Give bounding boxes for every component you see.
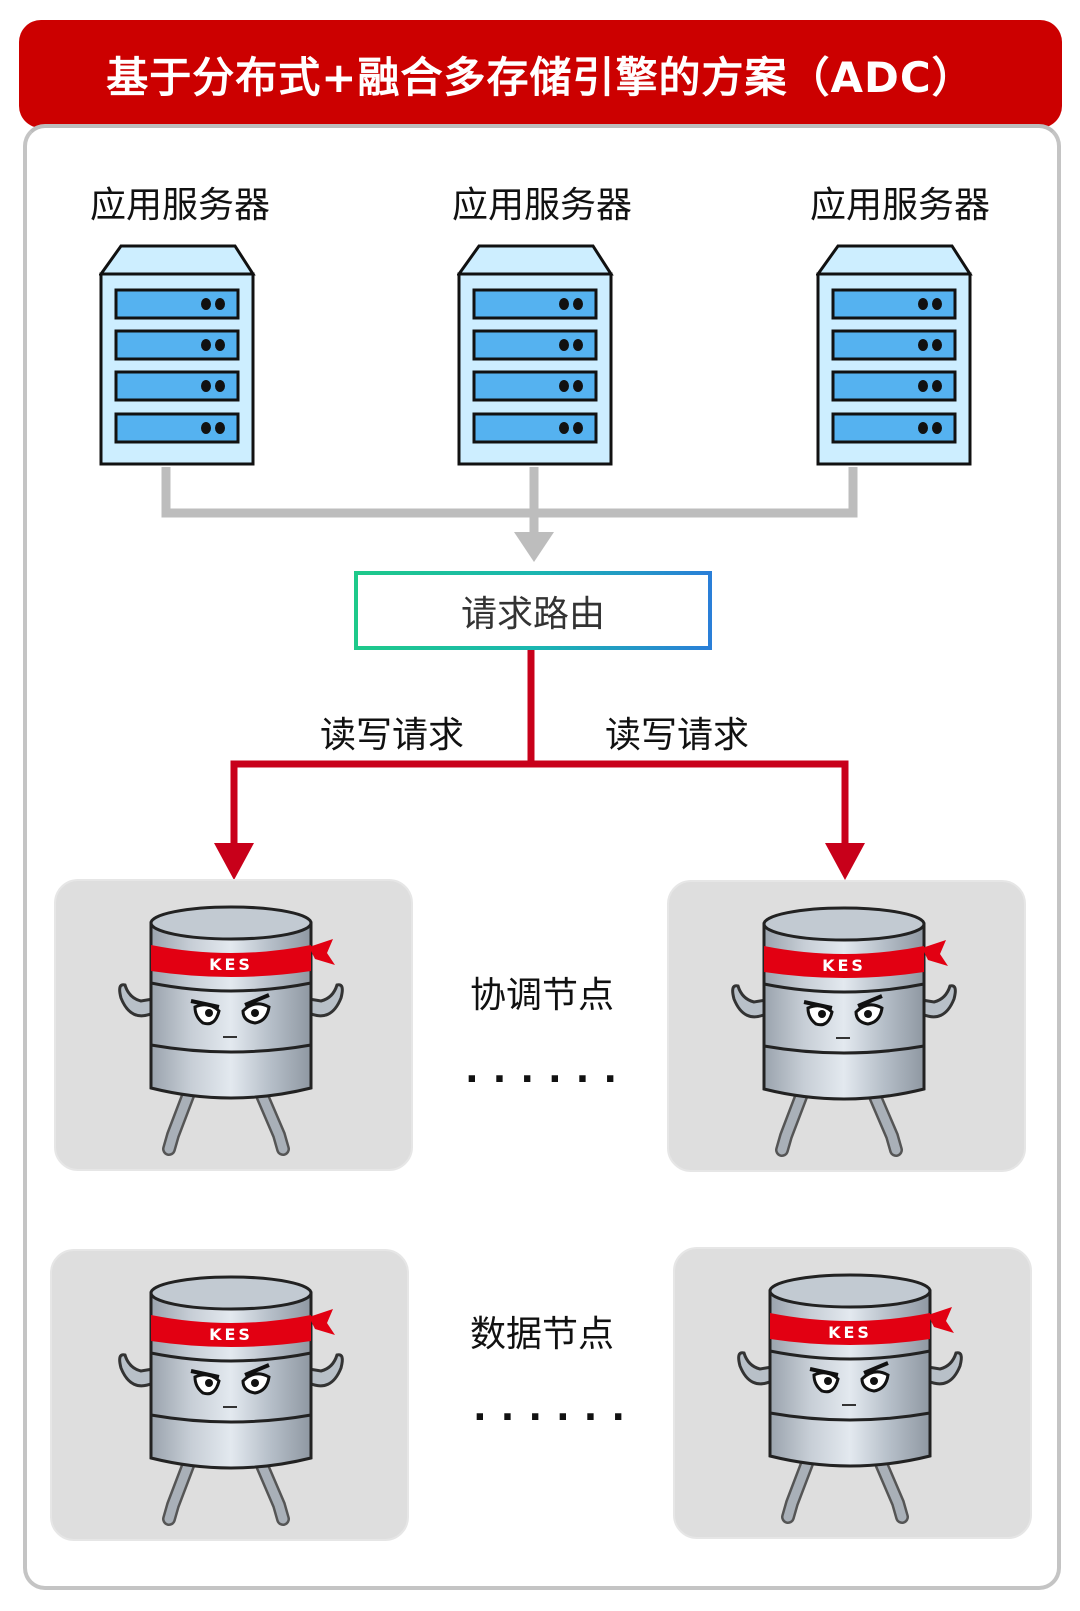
- mascot-headband-text: KES: [828, 1323, 872, 1342]
- diagram-frame: [23, 124, 1061, 1590]
- data-node-card: KES: [673, 1247, 1032, 1539]
- coordinator-label: 协调节点: [469, 975, 614, 1016]
- app-server-icon: [457, 244, 615, 468]
- coordinator-node-card: KES: [667, 880, 1026, 1172]
- mascot-headband-text: KES: [209, 955, 253, 974]
- kes-mascot-icon: KES: [111, 1273, 351, 1533]
- data-node-label: 数据节点: [469, 1314, 614, 1355]
- mascot-headband-text: KES: [209, 1325, 253, 1344]
- app-server-label-1: 应用服务器: [89, 185, 270, 226]
- request-label-right: 读写请求: [604, 715, 749, 756]
- mascot-headband-text: KES: [822, 956, 866, 975]
- router-label: 请求路由: [460, 593, 605, 635]
- title-banner: 基于分布式+融合多存储引擎的方案（ADC）: [19, 20, 1062, 128]
- app-server-label-2: 应用服务器: [451, 185, 632, 226]
- app-server-icon: [99, 244, 257, 468]
- request-router-box: 请求路由: [354, 571, 712, 650]
- coordinator-node-card: KES: [54, 879, 413, 1171]
- kes-mascot-icon: KES: [724, 904, 964, 1164]
- app-server-icon: [816, 244, 974, 468]
- coordinator-ellipsis: ......: [464, 1050, 632, 1091]
- diagram-title: 基于分布式+融合多存储引擎的方案（ADC）: [106, 52, 975, 102]
- server-connector-lines: [161, 467, 858, 545]
- arrow-down-left: [214, 843, 254, 880]
- app-server-label-3: 应用服务器: [809, 185, 990, 226]
- kes-mascot-icon: KES: [111, 903, 351, 1163]
- kes-mascot-icon: KES: [730, 1271, 970, 1531]
- request-lines: [230, 650, 849, 845]
- arrow-down-right: [825, 843, 865, 880]
- data-node-ellipsis: ......: [472, 1388, 640, 1429]
- request-label-left: 读写请求: [319, 715, 464, 756]
- data-node-card: KES: [50, 1249, 409, 1541]
- arrow-down-to-router: [514, 532, 554, 562]
